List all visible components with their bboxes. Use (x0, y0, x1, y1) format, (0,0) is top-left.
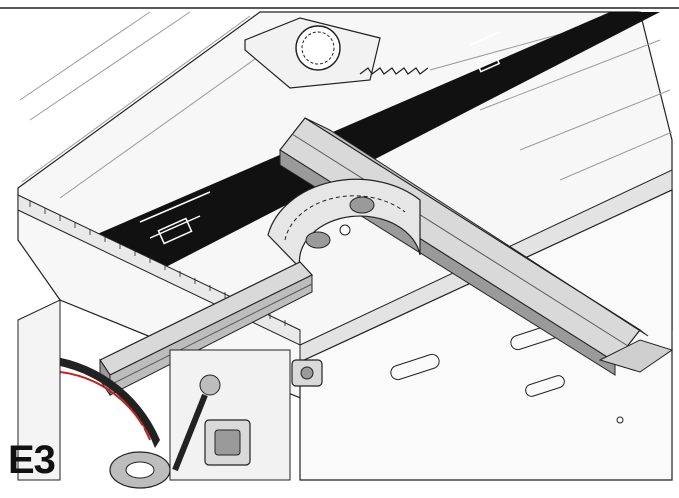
scale-label-20: 20 (120, 412, 130, 422)
mitre-fence (99, 261, 313, 397)
fence-lock-knob (291, 359, 323, 387)
cabinet-slots (390, 323, 644, 424)
handwheel (109, 451, 171, 489)
saw-cabinet (299, 189, 673, 481)
insert-markings (139, 31, 501, 245)
machine-side (17, 299, 61, 481)
scale-label-30: 30 (104, 402, 114, 412)
table-insert-strip (95, 12, 660, 270)
scale-label-40: 40 (92, 392, 102, 402)
bevel-scale (36, 355, 160, 448)
protractor-head (267, 178, 421, 270)
blade-teeth (359, 67, 429, 75)
figure-label: E3 (8, 438, 56, 482)
fence-end-bar (598, 339, 674, 373)
scale-label-10: 10 (134, 424, 144, 434)
lower-mechanism (169, 349, 291, 481)
saw-blade (295, 25, 341, 71)
scale-label-60: 60 (72, 380, 82, 390)
